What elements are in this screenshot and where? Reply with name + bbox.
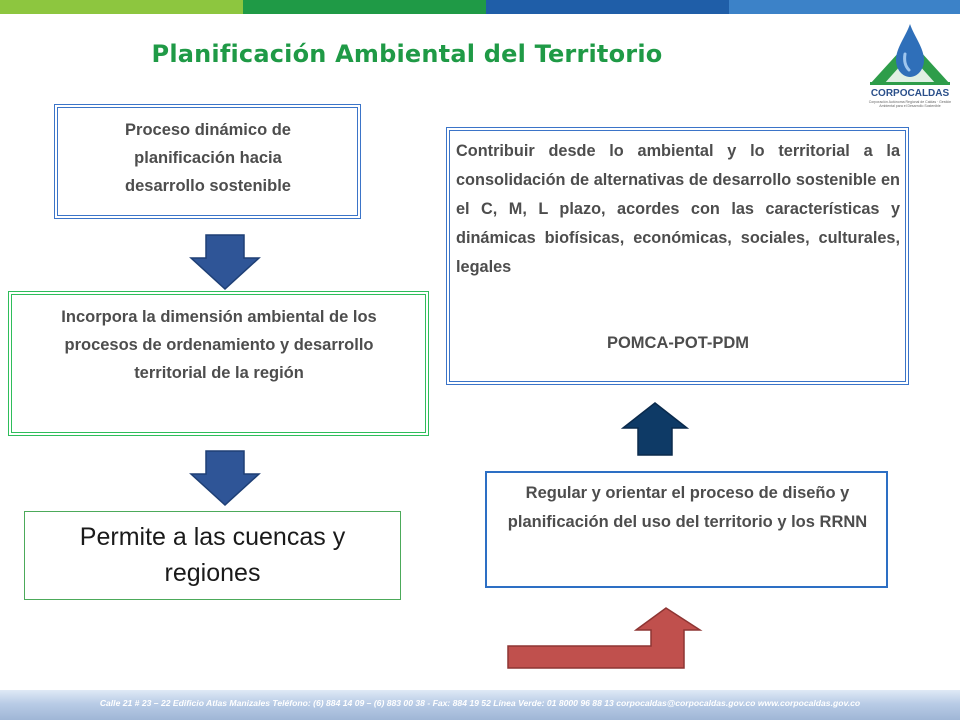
topbar-segment-blue [486, 0, 729, 14]
water-drop-logo-icon [870, 24, 950, 85]
top-color-bar [0, 0, 960, 14]
down-arrow-icon [189, 450, 261, 507]
topbar-segment-green [243, 0, 486, 14]
incorpora-box: Incorpora la dimensión ambiental de los … [8, 291, 429, 436]
corpocaldas-logo: CORPOCALDAS Corporación Autónoma Regiona… [862, 22, 958, 108]
contribuir-box: Contribuir desde lo ambiental y lo terri… [446, 127, 909, 385]
logo-name: CORPOCALDAS [870, 88, 950, 99]
regular-text: Regular y orientar el proceso de diseño … [507, 484, 868, 531]
proceso-text: Proceso dinámico de planificación hacia … [125, 121, 291, 195]
down-arrow-icon [189, 234, 261, 291]
incorpora-text: Incorpora la dimensión ambiental de los … [61, 308, 377, 382]
footer-bar: Calle 21 # 23 – 22 Edificio Atlas Maniza… [0, 690, 960, 720]
logo-subtitle: Corporación Autónoma Regional de Caldas … [868, 100, 952, 108]
contribuir-text: Contribuir desde lo ambiental y lo terri… [456, 142, 900, 276]
regular-box: Regular y orientar el proceso de diseño … [485, 471, 888, 588]
topbar-segment-light-blue [729, 0, 960, 14]
up-arrow-icon [620, 402, 690, 456]
permite-text: Permite a las cuencas y regiones [79, 523, 346, 587]
permite-box: Permite a las cuencas y regiones [24, 511, 401, 600]
proceso-box: Proceso dinámico de planificación hacia … [54, 104, 361, 219]
page-title: Planificación Ambiental del Territorio [151, 40, 663, 68]
pomca-label: POMCA-POT-PDM [606, 334, 750, 352]
footer-contact-text: Calle 21 # 23 – 22 Edificio Atlas Maniza… [99, 698, 861, 708]
bent-arrow-icon [507, 607, 703, 669]
topbar-segment-lime [0, 0, 243, 14]
